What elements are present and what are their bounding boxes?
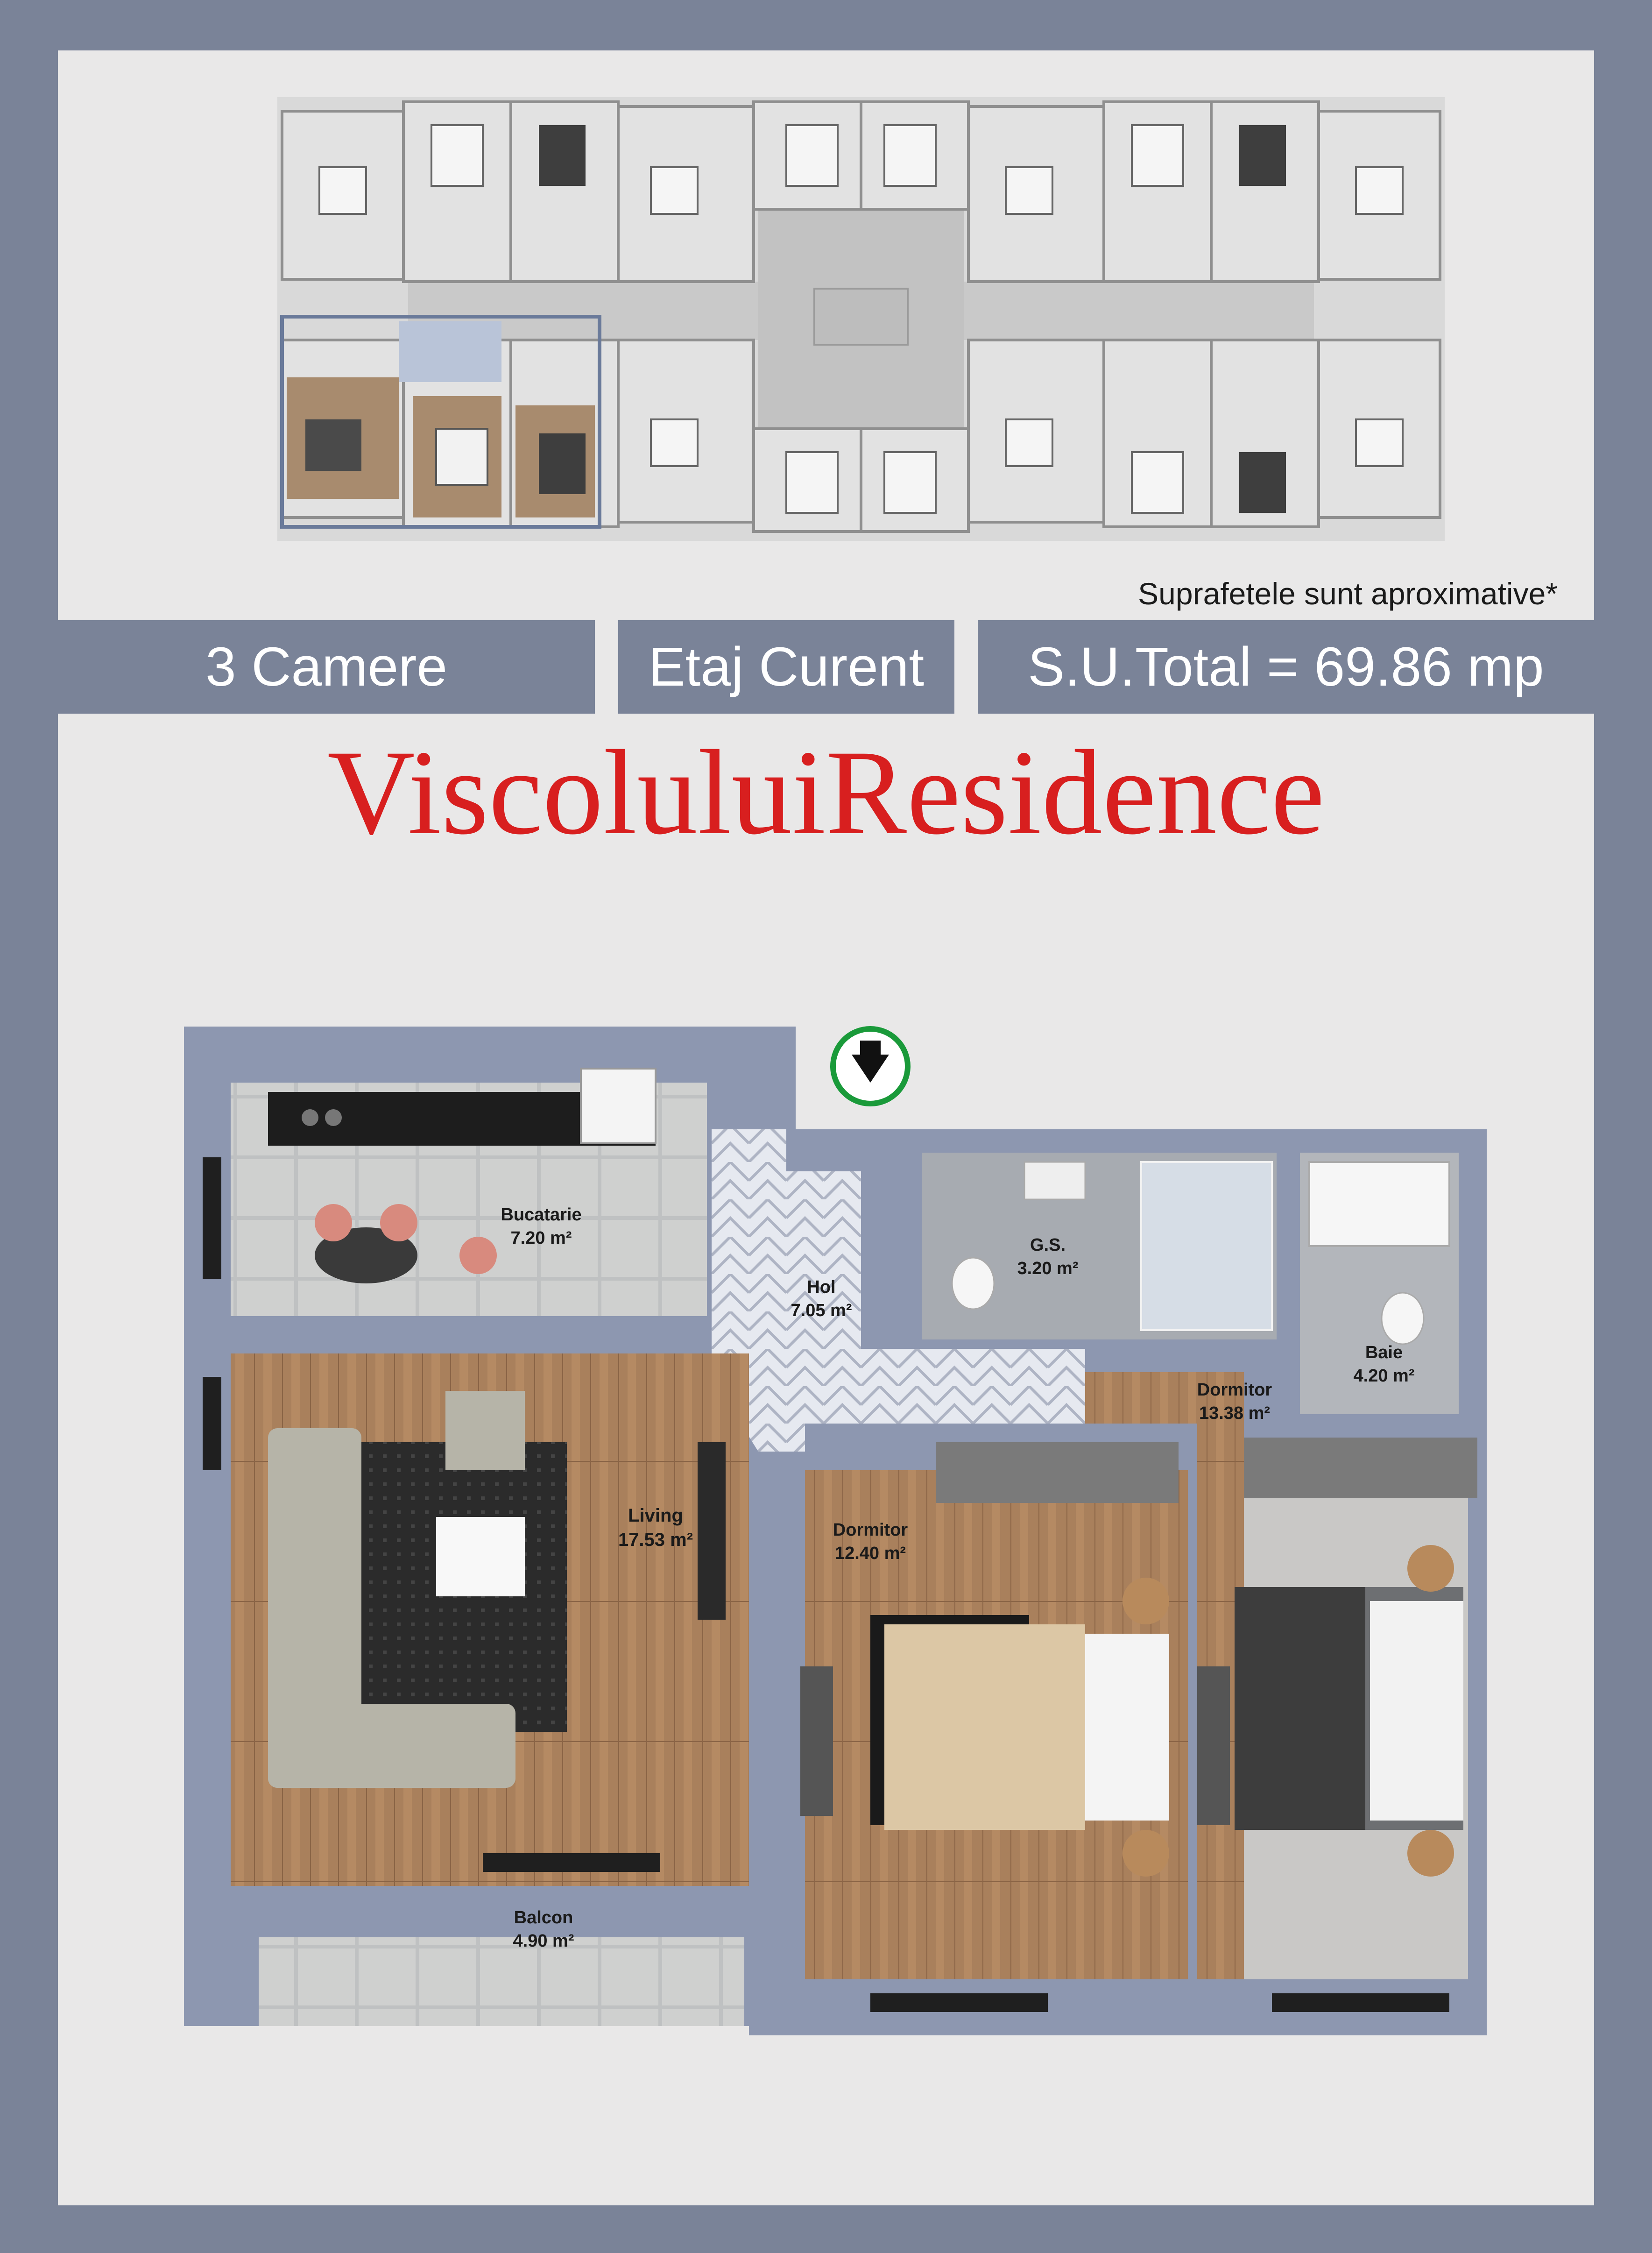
floor-tag: Etaj Curent bbox=[618, 620, 954, 714]
building-overview-plan bbox=[277, 97, 1445, 541]
bedroom-13-name-label: Dormitor bbox=[1197, 1380, 1272, 1400]
bedroom-13-area-label: 13.38 m² bbox=[1199, 1403, 1270, 1423]
bedroom-12-name-label: Dormitor bbox=[833, 1520, 908, 1540]
bath-name-label: Baie bbox=[1365, 1343, 1403, 1362]
rooms-count-tag: 3 Camere bbox=[58, 620, 595, 714]
hallway-area-label: 7.05 m² bbox=[791, 1301, 852, 1320]
kitchen-name-label: Bucatarie bbox=[501, 1205, 581, 1225]
kitchen-area-label: 7.20 m² bbox=[511, 1228, 572, 1248]
gs-name-label: G.S. bbox=[1030, 1235, 1066, 1255]
hallway-name-label: Hol bbox=[807, 1277, 835, 1297]
hallway-floor bbox=[712, 1129, 1085, 1452]
band-separator bbox=[954, 620, 978, 714]
entrance-arrow-icon bbox=[830, 1026, 911, 1106]
brand-title: ViscoluluiResidence bbox=[327, 725, 1325, 860]
balcony-area-label: 4.90 m² bbox=[513, 1931, 574, 1951]
living-name-label: Living bbox=[628, 1505, 683, 1526]
balcony-floor bbox=[259, 1937, 744, 2026]
band-separator bbox=[595, 620, 618, 714]
balcony-name-label: Balcon bbox=[514, 1908, 573, 1927]
brochure-sheet: Suprafetele sunt aproximative* 3 Camere … bbox=[58, 50, 1594, 2205]
gs-area-label: 3.20 m² bbox=[1017, 1259, 1079, 1278]
approximate-area-note: Suprafetele sunt aproximative* bbox=[1138, 576, 1558, 611]
bedroom-12-area-label: 12.40 m² bbox=[835, 1544, 906, 1563]
total-area-tag: S.U.Total = 69.86 mp bbox=[978, 620, 1594, 714]
apartment-floor-plan: Bucatarie 7.20 m² Hol 7.05 m² G.S. 3.20 … bbox=[184, 1026, 1487, 2035]
bath-area-label: 4.20 m² bbox=[1354, 1366, 1415, 1386]
living-area-label: 17.53 m² bbox=[618, 1530, 693, 1550]
